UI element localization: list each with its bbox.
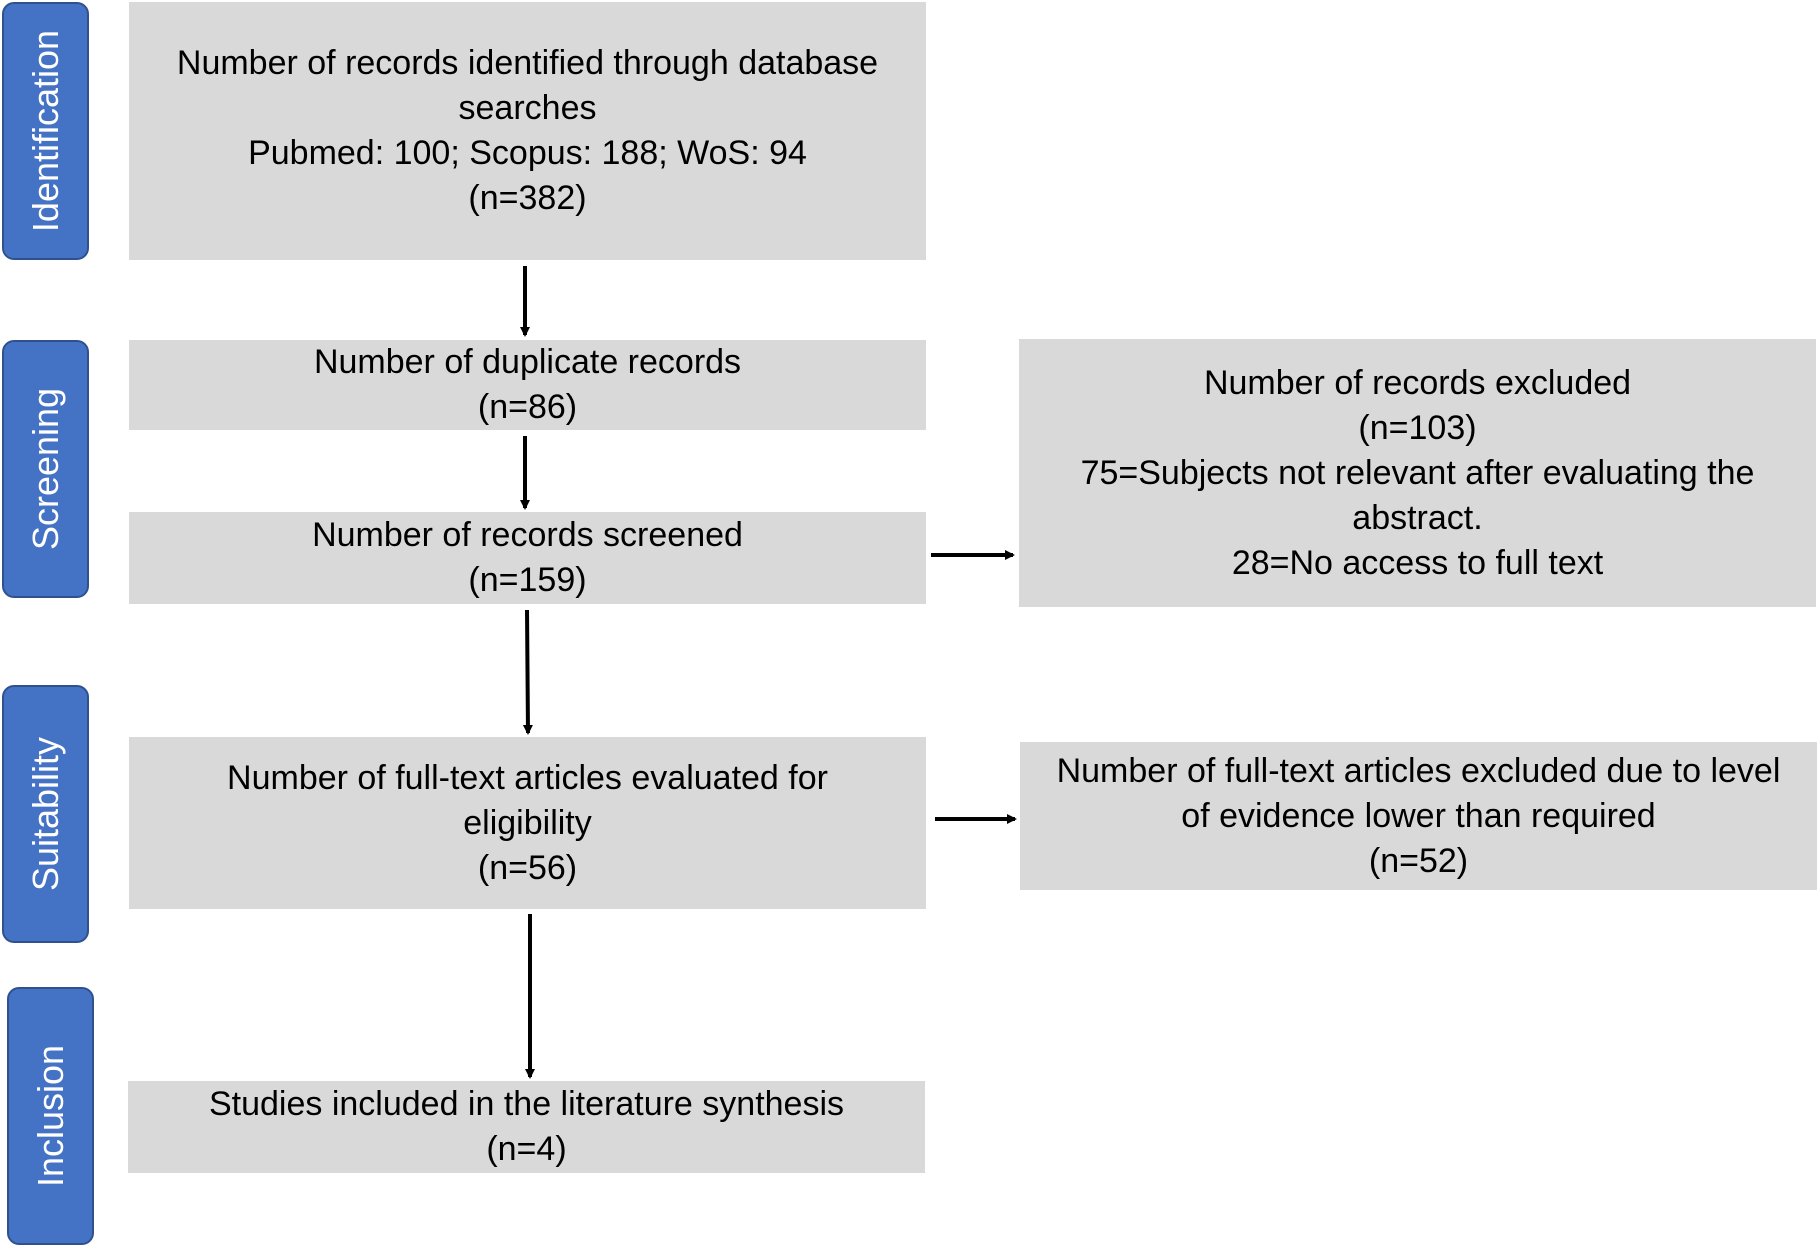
box-fulltext-excluded-line3: (n=52) [1368,841,1469,880]
box-studies-included: Studies included in the literature synth… [128,1081,925,1173]
box-fulltext-excluded-line2: of evidence lower than required [1181,796,1656,835]
box-records-excluded-line3: 75=Subjects not relevant after evaluatin… [1080,453,1755,492]
box-fulltext-evaluated-line3: (n=56) [477,848,578,887]
box-records-screened-line1: Number of records screened [312,516,743,554]
box-studies-included-line2: (n=4) [486,1130,567,1168]
phase-inclusion: Inclusion [7,987,94,1245]
phase-screening: Screening [2,340,89,598]
box-records-excluded-line2: (n=103) [1358,408,1477,447]
box-fulltext-evaluated: Number of full-text articles evaluated f… [129,737,926,909]
box-fulltext-excluded: Number of full-text articles excluded du… [1020,742,1817,890]
box-records-excluded: Number of records excluded (n=103) 75=Su… [1019,339,1816,607]
box-records-screened-line2: (n=159) [468,561,587,599]
box-fulltext-evaluated-line2: eligibility [463,803,592,842]
box-studies-included-line1: Studies included in the literature synth… [208,1085,845,1123]
box-records-identified-line1: Number of records identified through dat… [176,44,879,82]
box-records-excluded-line5: 28=No access to full text [1231,543,1604,582]
box-records-screened: Number of records screened (n=159) [129,512,926,604]
phase-suitability: Suitability [2,685,89,943]
box-records-identified: Number of records identified through dat… [129,2,926,260]
phase-identification: Identification [2,2,89,260]
box-duplicate-records-line2: (n=86) [477,388,578,426]
box-records-identified-line3: Pubmed: 100; Scopus: 188; WoS: 94 [248,134,807,172]
arrow-screened-to-fulltext [522,609,533,735]
box-duplicate-records: Number of duplicate records (n=86) [129,340,926,430]
box-fulltext-excluded-line1: Number of full-text articles excluded du… [1056,751,1781,790]
box-records-identified-line2: searches [458,89,597,127]
box-records-excluded-line1: Number of records excluded [1203,363,1632,402]
box-fulltext-evaluated-line1: Number of full-text articles evaluated f… [227,758,828,797]
box-records-excluded-line4: abstract. [1352,498,1483,537]
box-records-identified-line4: (n=382) [468,179,587,217]
box-duplicate-records-line1: Number of duplicate records [313,343,742,381]
